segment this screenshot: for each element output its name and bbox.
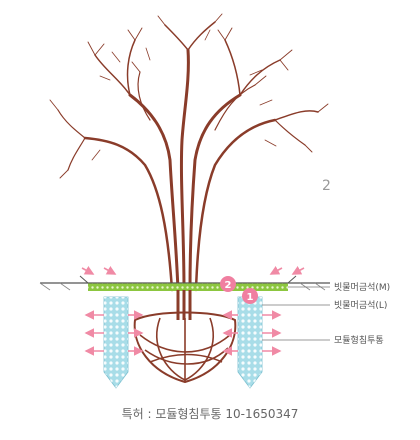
infiltration-tube-right (237, 296, 263, 389)
figure-number: 2 (322, 178, 331, 194)
label-grate-m: 빗물머금석(M) (334, 282, 390, 293)
water-flow-arrows (81, 265, 305, 356)
rainwater-grate (79, 275, 297, 291)
patent-caption: 특허 : 모듈형침투통 10-1650347 (122, 407, 299, 421)
root-ball (133, 290, 237, 384)
svg-text:2: 2 (225, 280, 232, 291)
leader-lines (262, 286, 330, 341)
badge-2: 2 (220, 276, 236, 292)
infiltration-tube-left (103, 296, 129, 389)
label-grate-l: 빗물머금석(L) (334, 300, 387, 311)
label-tube: 모듈형침투통 (334, 335, 384, 346)
badge-1: 1 (242, 288, 258, 304)
tree-crown (49, 13, 329, 292)
svg-text:1: 1 (247, 292, 254, 303)
